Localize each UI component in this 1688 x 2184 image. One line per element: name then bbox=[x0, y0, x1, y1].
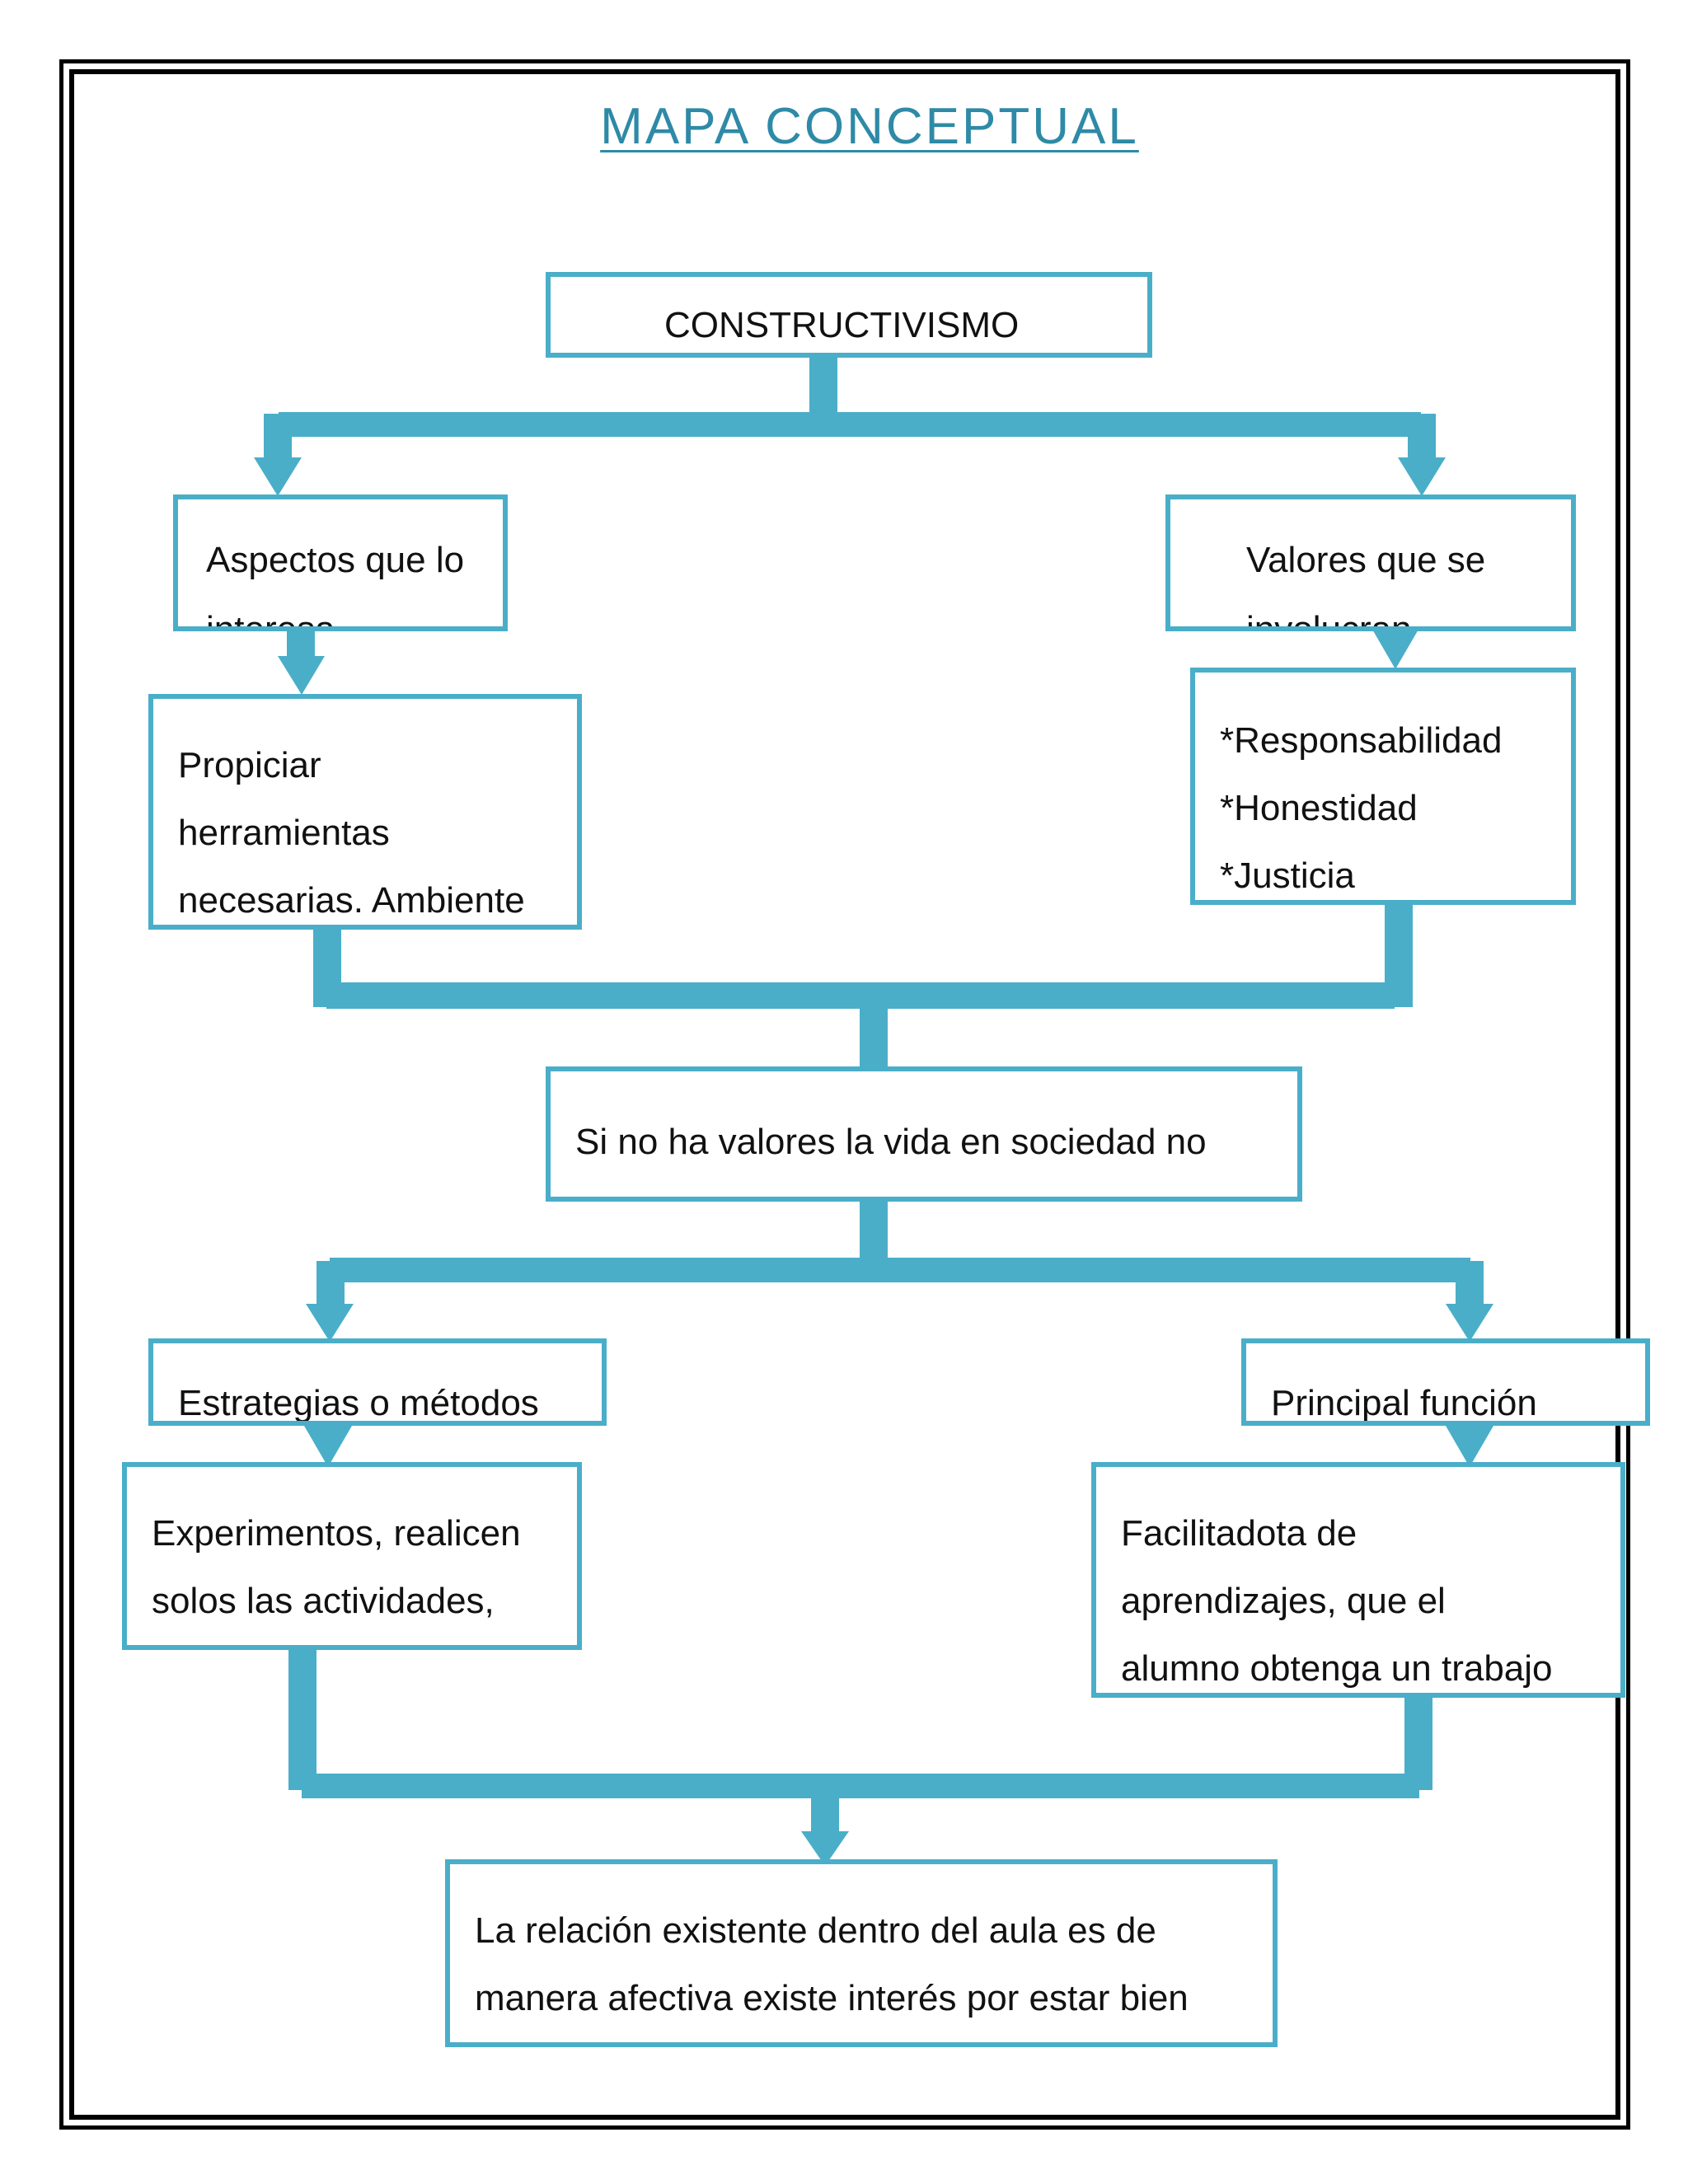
page-title: MAPA CONCEPTUAL bbox=[600, 98, 1139, 155]
page-frame-inner bbox=[69, 69, 1620, 2120]
connector-sociedad-stem bbox=[860, 1005, 888, 1070]
node-line: *Responsabilidad bbox=[1220, 720, 1503, 761]
node-line: Valores que se bbox=[1246, 540, 1486, 580]
node-propiciar: Propiciar herramientas necesarias. Ambie… bbox=[148, 694, 582, 930]
node-funcion: Principal función bbox=[1241, 1338, 1650, 1426]
arrow-to-experimentos bbox=[304, 1426, 352, 1467]
node-line: Facilitadota de bbox=[1121, 1513, 1357, 1554]
connector-top-bar bbox=[279, 412, 1421, 437]
node-line: seria posible seria un desastre bbox=[575, 1177, 1297, 1197]
connector-lower-right-drop bbox=[1456, 1261, 1484, 1309]
node-aspectos: Aspectos que lo interesa bbox=[173, 494, 508, 631]
connector-lower-left-drop bbox=[316, 1261, 345, 1309]
node-constructivismo: CONSTRUCTIVISMO bbox=[546, 272, 1152, 358]
page-frame-outer bbox=[59, 59, 1630, 2130]
arrow-to-aspectos bbox=[254, 457, 302, 496]
connector-relacion-stem bbox=[811, 1793, 839, 1836]
node-line: alumno obtenga un trabajo bbox=[1121, 1648, 1553, 1689]
node-line: necesarias. Ambiente bbox=[178, 880, 525, 921]
node-line: Si no ha valores la vida en sociedad no bbox=[575, 1122, 1207, 1162]
node-line: interesa bbox=[206, 609, 335, 631]
node-line: manera afectiva existe interés por estar… bbox=[475, 1978, 1189, 2018]
node-relacion: La relación existente dentro del aula es… bbox=[445, 1859, 1278, 2047]
arrow-to-propiciar bbox=[278, 656, 325, 695]
connector-lower-bar bbox=[330, 1258, 1470, 1282]
node-line: La relación existente dentro del aula es… bbox=[475, 1910, 1156, 1951]
connector-middle-bar bbox=[326, 982, 1395, 1009]
connector-right-drop bbox=[1408, 414, 1436, 462]
connector-experimentos-down bbox=[288, 1647, 316, 1790]
node-line: *Justicia bbox=[1220, 855, 1355, 896]
node-lista-valores: *Responsabilidad *Honestidad *Justicia bbox=[1190, 668, 1576, 905]
node-estrategias: Estrategias o métodos bbox=[148, 1338, 607, 1426]
node-line: Principal función bbox=[1271, 1383, 1537, 1423]
node-line: Aspectos que lo bbox=[206, 540, 465, 580]
node-experimentos: Experimentos, realicen solos las activid… bbox=[122, 1462, 582, 1650]
connector-bottom-bar bbox=[302, 1774, 1419, 1798]
node-line: solos las actividades, bbox=[152, 1581, 495, 1621]
node-valores: Valores que se involucran bbox=[1165, 494, 1576, 631]
arrow-to-estrategias bbox=[306, 1304, 354, 1342]
arrow-to-funcion bbox=[1446, 1304, 1493, 1342]
connector-root-stem bbox=[809, 353, 837, 417]
arrow-to-lista-valores bbox=[1372, 628, 1419, 669]
node-sociedad: Si no ha valores la vida en sociedad no … bbox=[546, 1066, 1302, 1202]
node-facilitadora: Facilitadota de aprendizajes, que el alu… bbox=[1091, 1462, 1625, 1698]
node-line: CONSTRUCTIVISMO bbox=[664, 305, 1020, 345]
arrow-to-facilitadora bbox=[1446, 1426, 1493, 1467]
connector-aspectos-stem bbox=[287, 628, 315, 659]
arrow-to-relacion bbox=[801, 1831, 849, 1866]
node-line: involucran bbox=[1246, 609, 1412, 631]
connector-sociedad-down bbox=[860, 1197, 888, 1261]
node-line: Estrategias o métodos bbox=[178, 1383, 539, 1423]
arrow-to-valores bbox=[1398, 457, 1446, 496]
connector-left-drop bbox=[264, 414, 292, 462]
node-line: Experimentos, realicen bbox=[152, 1513, 521, 1554]
node-line: aprendizajes, que el bbox=[1121, 1581, 1446, 1621]
node-line: herramientas bbox=[178, 813, 390, 853]
node-line: *Honestidad bbox=[1220, 788, 1418, 828]
node-line: Propiciar bbox=[178, 745, 321, 785]
